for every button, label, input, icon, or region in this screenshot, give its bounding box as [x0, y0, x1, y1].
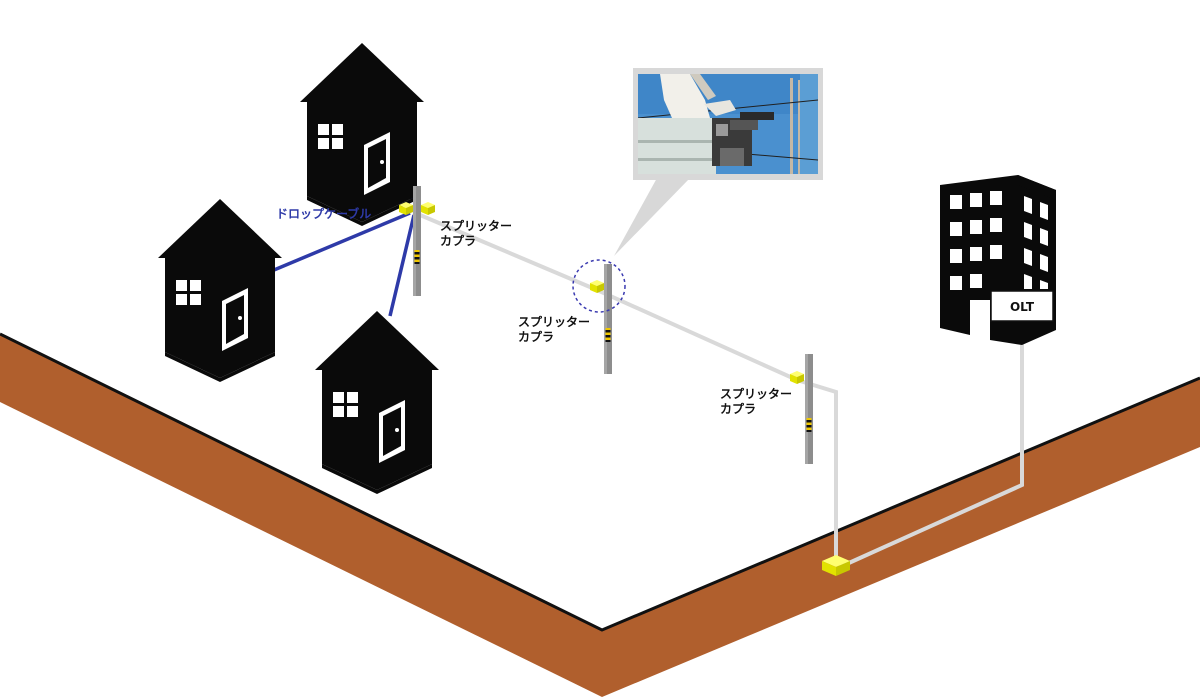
splitter-label-2: スプリッター	[518, 314, 590, 329]
ground-front-left	[0, 334, 602, 697]
coupler-label-1: カプラ	[440, 233, 476, 248]
house-icon	[158, 199, 282, 382]
splitter-box-icon	[421, 202, 435, 215]
highlight-circle	[572, 259, 626, 313]
worker-on-pole-photo	[633, 68, 823, 180]
coupler-label-2: カプラ	[518, 329, 554, 344]
splitter-label-3: スプリッター	[720, 386, 792, 401]
utility-pole-icon	[604, 264, 612, 374]
callout-pointer	[614, 178, 690, 256]
utility-pole-icon	[805, 354, 813, 464]
ground-edge	[0, 332, 1200, 632]
olt-label: OLT	[1010, 300, 1035, 314]
house-icon	[315, 311, 439, 494]
splitter-label-1: スプリッター	[440, 218, 512, 233]
utility-pole-icon	[413, 186, 421, 296]
house-icon	[300, 43, 424, 226]
drop-cable-label: ドロップケーブル	[276, 206, 371, 221]
closure-box-icon	[822, 555, 850, 576]
olt-box	[990, 290, 1054, 322]
coupler-label-3: カプラ	[720, 401, 756, 416]
fiber-cable-underground	[839, 340, 1024, 569]
